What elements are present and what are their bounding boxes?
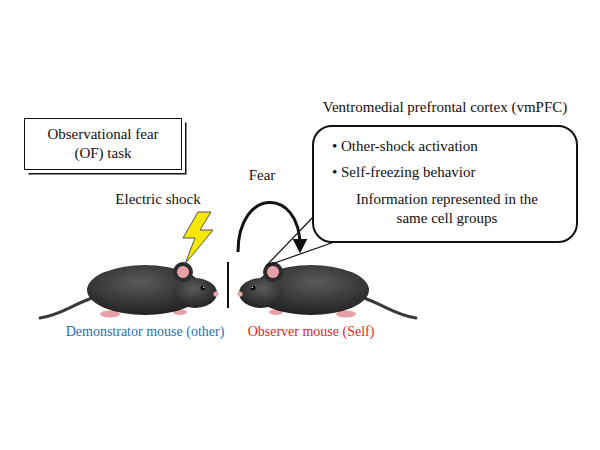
observer-mouse: [237, 262, 416, 318]
annotation: Electric shock: [115, 190, 200, 208]
callout-line: [266, 214, 316, 266]
callout-line: [266, 240, 340, 266]
divider: [227, 262, 229, 308]
mouse-label: Observer mouse (Self): [248, 324, 375, 341]
annotation: Fear: [249, 166, 276, 184]
summary-text: Information represented in the same cell…: [340, 190, 555, 229]
fear-arrow: [238, 202, 300, 252]
task-title: Observational fear (OF) task: [39, 125, 167, 163]
region-box: Ventromedial prefrontal cortex (vmPFC) • …: [298, 98, 592, 243]
rounded-frame: • Other-shock activation • Self-freezing …: [312, 125, 578, 243]
lightning-bolt: [183, 212, 213, 264]
bullet-item: • Other-shock activation: [332, 137, 562, 157]
region-heading: Ventromedial prefrontal cortex (vmPFC): [298, 98, 592, 117]
bullet-item: • Self-freezing behavior: [332, 163, 562, 183]
task-box: Observational fear (OF) task: [24, 118, 182, 170]
demonstrator-mouse: [40, 262, 219, 318]
mouse-label: Demonstrator mouse (other): [66, 324, 225, 341]
